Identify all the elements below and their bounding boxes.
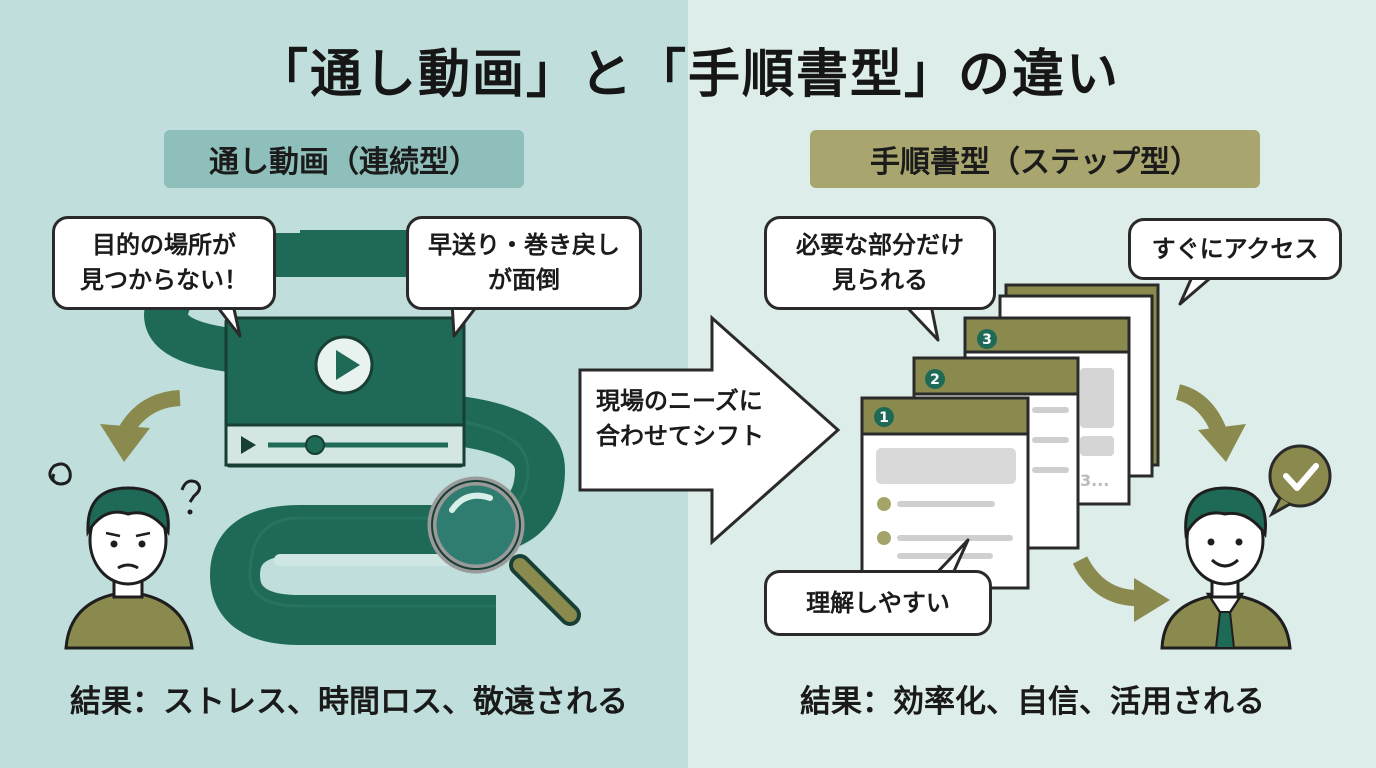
card-3-text: 3...: [1080, 471, 1109, 490]
svg-text:3: 3: [982, 332, 992, 348]
shift-arrow: [578, 314, 841, 546]
video-player: [224, 316, 466, 468]
left-result: 結果：ストレス、時間ロス、敬遠される: [70, 684, 628, 720]
left-bubble-rewind: 早送り・巻き戻しが面倒: [406, 216, 642, 310]
left-bubble-cant-find: 目的の場所が見つからない！: [52, 216, 276, 310]
step-cards: 3 3... 2 1: [860, 283, 1160, 590]
bubble-line: 見つからない！: [80, 266, 248, 294]
bubble-line: 早送り・巻き戻し: [428, 231, 620, 260]
right-bubble-easy-understand: 理解しやすい: [764, 570, 992, 636]
svg-text:2: 2: [930, 372, 940, 388]
right-bubble-needed-parts: 必要な部分だけ見られる: [764, 216, 996, 310]
left-heading: 通し動画（連続型）: [164, 130, 524, 188]
confused-person-icon: [48, 462, 201, 650]
right-result: 結果：効率化、自信、活用される: [800, 684, 1265, 720]
arrow-line: 現場のニーズに: [596, 387, 763, 415]
bubble-line: 見られる: [832, 266, 928, 294]
arrow-line: 合わせてシフト: [596, 421, 764, 450]
bubble-line: 必要な部分だけ: [796, 231, 964, 260]
happy-person-icon: [1160, 486, 1292, 650]
right-bubble-quick-access: すぐにアクセス: [1128, 218, 1342, 280]
shift-arrow-label: 現場のニーズに 合わせてシフト: [596, 384, 806, 454]
svg-text:1: 1: [879, 410, 889, 426]
right-heading: 手順書型（ステップ型）: [810, 130, 1260, 188]
page-title: 「通し動画」と「手順書型」の違い: [255, 45, 1120, 105]
bubble-line: が面倒: [488, 266, 560, 294]
check-icon: [1268, 444, 1332, 518]
bubble-line: すぐにアクセス: [1151, 234, 1319, 263]
bubble-line: 理解しやすい: [806, 588, 950, 617]
magnifier-icon: [427, 476, 581, 626]
curved-arrow-icon: [1072, 556, 1143, 607]
bubble-line: 目的の場所が: [92, 231, 236, 260]
